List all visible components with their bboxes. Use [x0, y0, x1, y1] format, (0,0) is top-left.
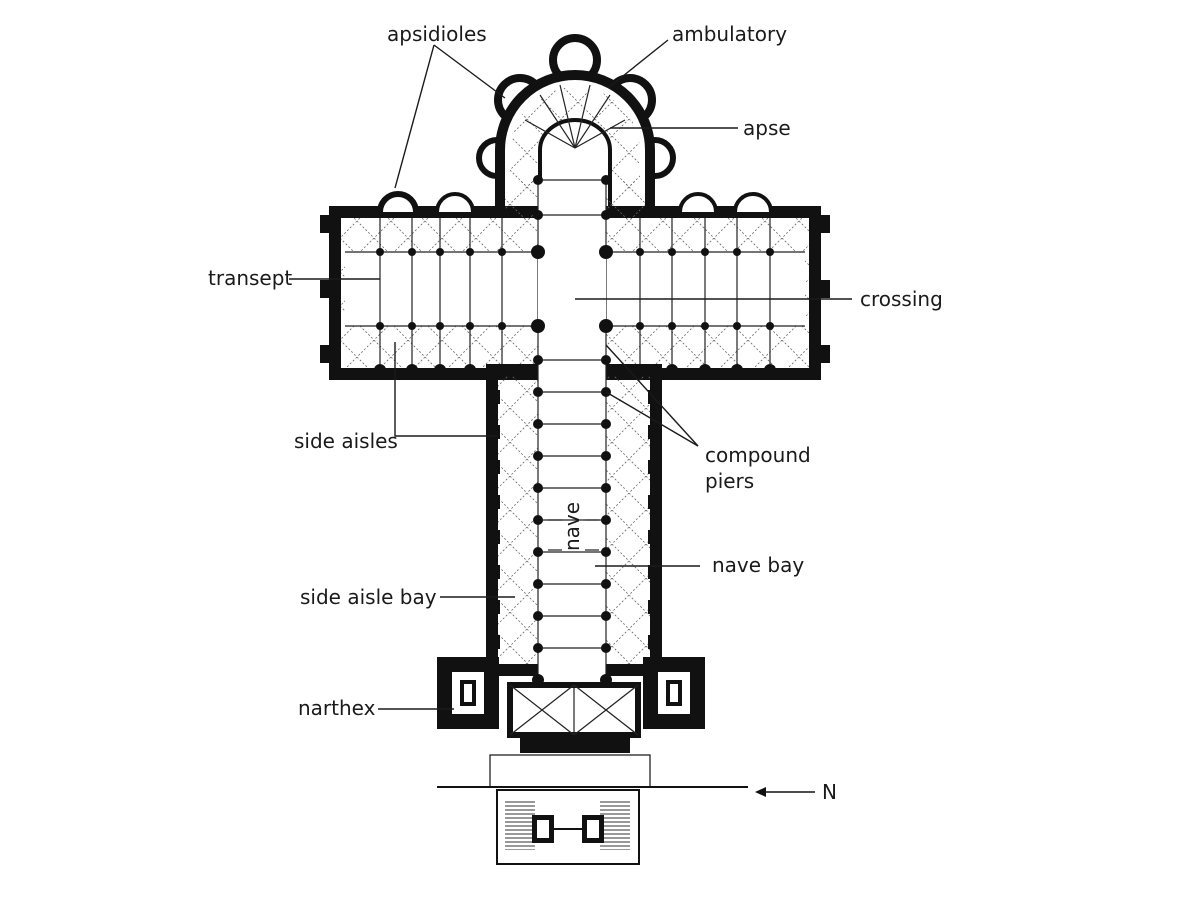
- narthex-towers: [437, 657, 705, 788]
- forecourt: [437, 786, 748, 865]
- label-nave: nave: [560, 502, 584, 551]
- label-compound-piers-2: piers: [705, 469, 754, 493]
- label-side-aisle-bay: side aisle bay: [300, 585, 437, 609]
- nave-pier-ticks: [548, 519, 599, 551]
- apse-radiating-ribs: [524, 84, 626, 149]
- label-compound-piers-1: compound: [705, 443, 811, 467]
- label-transept: transept: [208, 266, 292, 290]
- north-arrow: [755, 787, 815, 797]
- label-apse: apse: [743, 116, 791, 140]
- leader-lines: [289, 39, 852, 710]
- compound-piers: [374, 175, 776, 686]
- label-side-aisles: side aisles: [294, 429, 398, 453]
- label-crossing: crossing: [860, 287, 943, 311]
- label-narthex: narthex: [298, 696, 376, 720]
- label-nave-bay: nave bay: [712, 553, 804, 577]
- nave-body: [486, 179, 662, 680]
- label-apsidioles: apsidioles: [387, 22, 487, 46]
- label-ambulatory: ambulatory: [672, 22, 787, 46]
- nave-bay-lines: [538, 179, 606, 649]
- label-north: N: [822, 780, 837, 804]
